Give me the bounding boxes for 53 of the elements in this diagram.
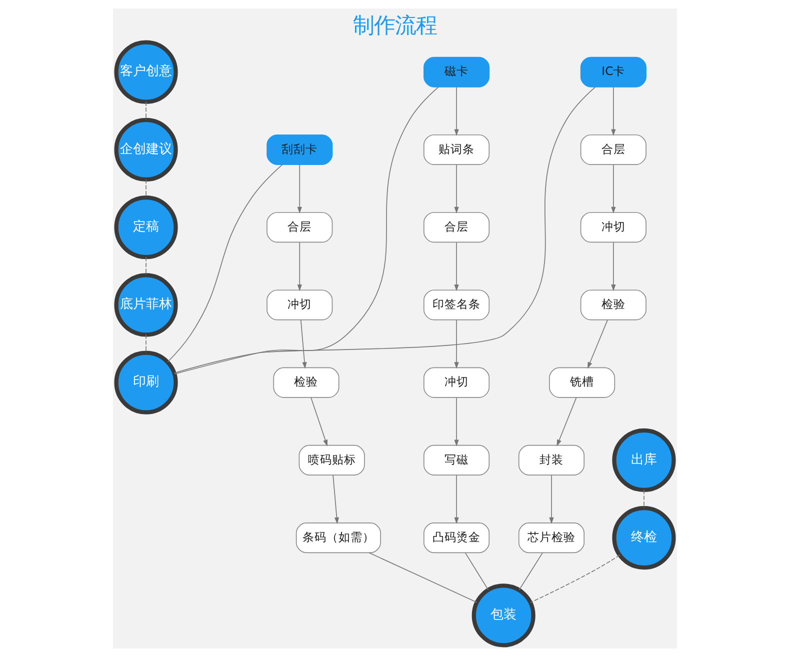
arrow	[454, 164, 459, 214]
node-box: 冲切	[266, 290, 333, 320]
node-circle: 包装	[472, 584, 536, 648]
node-box: 凸码烫金	[423, 522, 490, 554]
node-box: 铣槽	[549, 367, 616, 398]
diagram-title: 制作流程	[353, 13, 437, 38]
node-circle: 定稿	[114, 196, 178, 260]
node-circle: 客户创意	[114, 40, 178, 104]
arrow	[454, 474, 459, 524]
node-box: 喷码贴标	[298, 444, 365, 476]
node-box: 条码（如需）	[296, 522, 381, 554]
connector	[174, 86, 596, 374]
node-circle: 出库	[612, 428, 676, 492]
arrow	[454, 320, 459, 369]
node-box: 印签名条	[423, 290, 490, 320]
node-box: 合层	[266, 212, 333, 243]
arrow	[454, 242, 459, 292]
arrow	[297, 242, 302, 292]
arrow	[549, 474, 554, 524]
node-box: 合层	[580, 134, 646, 165]
arrow	[310, 397, 328, 446]
node-circle: 印刷	[114, 350, 178, 414]
connector	[464, 552, 489, 590]
connector	[530, 554, 620, 603]
node-box: 芯片检验	[518, 522, 585, 554]
connector	[368, 552, 478, 603]
connector	[167, 164, 283, 362]
node-box: 磁卡	[423, 56, 490, 88]
arrow	[332, 474, 340, 524]
node-box: 贴词条	[423, 134, 490, 165]
arrow	[611, 86, 616, 136]
node-box: 写磁	[423, 444, 490, 476]
arrow	[587, 320, 608, 369]
node-box: 冲切	[423, 367, 490, 398]
connector	[518, 552, 543, 590]
arrow	[611, 164, 616, 214]
node-circle: 终检	[612, 506, 676, 570]
node-circle: 底片菲林	[114, 273, 178, 337]
arrow	[297, 164, 302, 214]
connector	[174, 86, 439, 374]
node-box: 检验	[580, 290, 646, 320]
arrow	[611, 242, 616, 292]
arrow	[556, 397, 577, 446]
node-box: 检验	[273, 367, 340, 398]
arrow	[454, 397, 459, 446]
node-box: IC卡	[580, 56, 646, 88]
node-box: 刮刮卡	[266, 134, 333, 165]
arrow	[300, 320, 307, 369]
node-box: 合层	[423, 212, 490, 243]
arrow	[454, 86, 459, 136]
node-circle: 企创建议	[114, 118, 178, 182]
node-box: 冲切	[580, 212, 646, 243]
node-box: 封装	[518, 444, 585, 476]
